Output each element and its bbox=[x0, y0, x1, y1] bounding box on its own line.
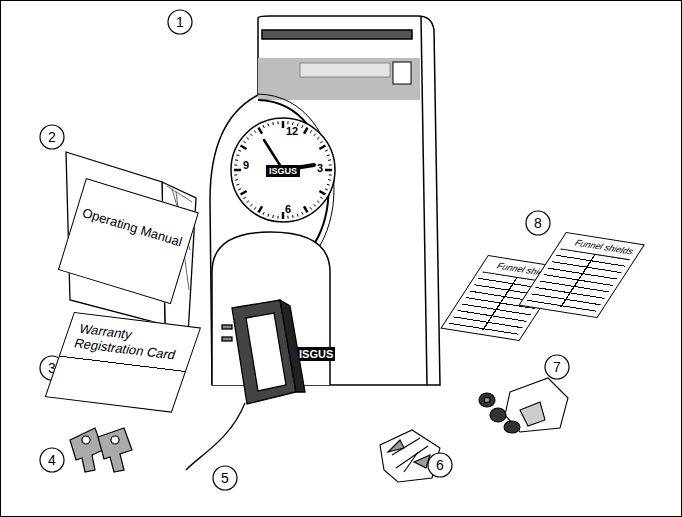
clock-tick bbox=[304, 128, 308, 134]
clock-hands bbox=[264, 140, 314, 170]
clock-tick bbox=[277, 121, 278, 124]
clock-tick bbox=[234, 169, 241, 172]
brand-logo: ISGUS bbox=[299, 349, 333, 360]
clock-tick bbox=[267, 123, 269, 126]
clock-tick bbox=[238, 189, 241, 190]
callout-circle bbox=[428, 453, 452, 477]
clock-tick bbox=[282, 212, 285, 219]
clock-tick bbox=[263, 212, 264, 215]
parts-bag bbox=[380, 430, 440, 482]
clock-tick bbox=[272, 215, 274, 218]
clock-tick bbox=[254, 207, 256, 209]
callout-number: 1 bbox=[176, 15, 184, 29]
clock-tick bbox=[328, 159, 331, 161]
clock-tick bbox=[317, 201, 319, 203]
keys bbox=[70, 428, 132, 472]
clock-tick bbox=[317, 137, 319, 139]
clock-ticks bbox=[234, 121, 332, 219]
callout-circle bbox=[213, 466, 237, 490]
clock-tick bbox=[325, 150, 328, 151]
clock-tick bbox=[328, 179, 331, 181]
power-adapter bbox=[186, 300, 305, 470]
clock-tick bbox=[329, 164, 332, 165]
clock-tick bbox=[304, 206, 308, 212]
clock-tick bbox=[267, 214, 269, 217]
clock-tick bbox=[320, 141, 322, 143]
clock-tick bbox=[302, 212, 303, 215]
callout-circle bbox=[526, 211, 550, 235]
node-text: Operating Manual bbox=[80, 206, 186, 251]
callout-number: 6 bbox=[436, 458, 444, 472]
clock-tick bbox=[247, 201, 249, 203]
clock-tick bbox=[259, 128, 263, 134]
clock-tick bbox=[319, 146, 325, 150]
node-text: Warranty Registration Card bbox=[72, 322, 191, 364]
callout-number: 8 bbox=[534, 216, 542, 230]
clock-tick bbox=[314, 134, 316, 136]
clock-tick bbox=[235, 159, 238, 161]
clock-tick bbox=[247, 137, 249, 139]
clock-tick bbox=[234, 174, 237, 175]
clock-tick bbox=[292, 215, 294, 218]
callout-circle bbox=[545, 355, 569, 379]
clock-tick bbox=[236, 184, 239, 186]
clock-tick bbox=[263, 125, 264, 128]
clock-tick bbox=[325, 189, 328, 190]
callout-circle bbox=[168, 10, 192, 34]
callout-number: 5 bbox=[221, 471, 229, 485]
clock-tick bbox=[250, 134, 252, 136]
clock-tick bbox=[241, 146, 247, 150]
callout-number: 7 bbox=[553, 360, 561, 374]
clock-tick bbox=[314, 204, 316, 206]
clock-tick bbox=[250, 204, 252, 206]
clock-tick bbox=[236, 154, 239, 156]
clock-tick bbox=[282, 121, 285, 128]
clock-tick bbox=[243, 141, 245, 143]
clock-tick bbox=[327, 154, 330, 156]
clock-tick bbox=[320, 197, 322, 199]
callout-circle bbox=[40, 448, 64, 472]
clock-tick bbox=[327, 184, 330, 186]
clock-tick bbox=[272, 122, 274, 125]
clock-tick bbox=[277, 216, 278, 219]
clock-numeral: 9 bbox=[243, 160, 249, 171]
clock-tick bbox=[319, 191, 325, 195]
clock-tick bbox=[254, 130, 256, 132]
clock-tick bbox=[329, 174, 332, 175]
clock-tick bbox=[243, 197, 245, 199]
clock-tick bbox=[297, 214, 299, 217]
clock-tick bbox=[234, 164, 237, 165]
callout-circle bbox=[40, 125, 64, 149]
clock-tick bbox=[325, 169, 332, 172]
clock-tick bbox=[241, 191, 247, 195]
clock-numeral: 12 bbox=[286, 126, 298, 137]
clock-tick bbox=[287, 121, 288, 124]
clock-tick bbox=[287, 216, 288, 219]
callout-circles bbox=[40, 10, 569, 490]
clock-numeral: 3 bbox=[317, 163, 323, 174]
clock-tick bbox=[310, 207, 312, 209]
clock-numeral: 6 bbox=[285, 204, 291, 215]
clock-tick bbox=[302, 125, 303, 128]
clock-tick bbox=[259, 206, 263, 212]
parts-bag bbox=[479, 378, 568, 433]
brand-logo: ISGUS bbox=[269, 167, 297, 176]
clock-tick bbox=[310, 130, 312, 132]
callout-number: 4 bbox=[48, 453, 56, 467]
clock-tick bbox=[238, 150, 241, 151]
callout-number: 2 bbox=[48, 130, 56, 144]
clock-tick bbox=[235, 179, 238, 181]
